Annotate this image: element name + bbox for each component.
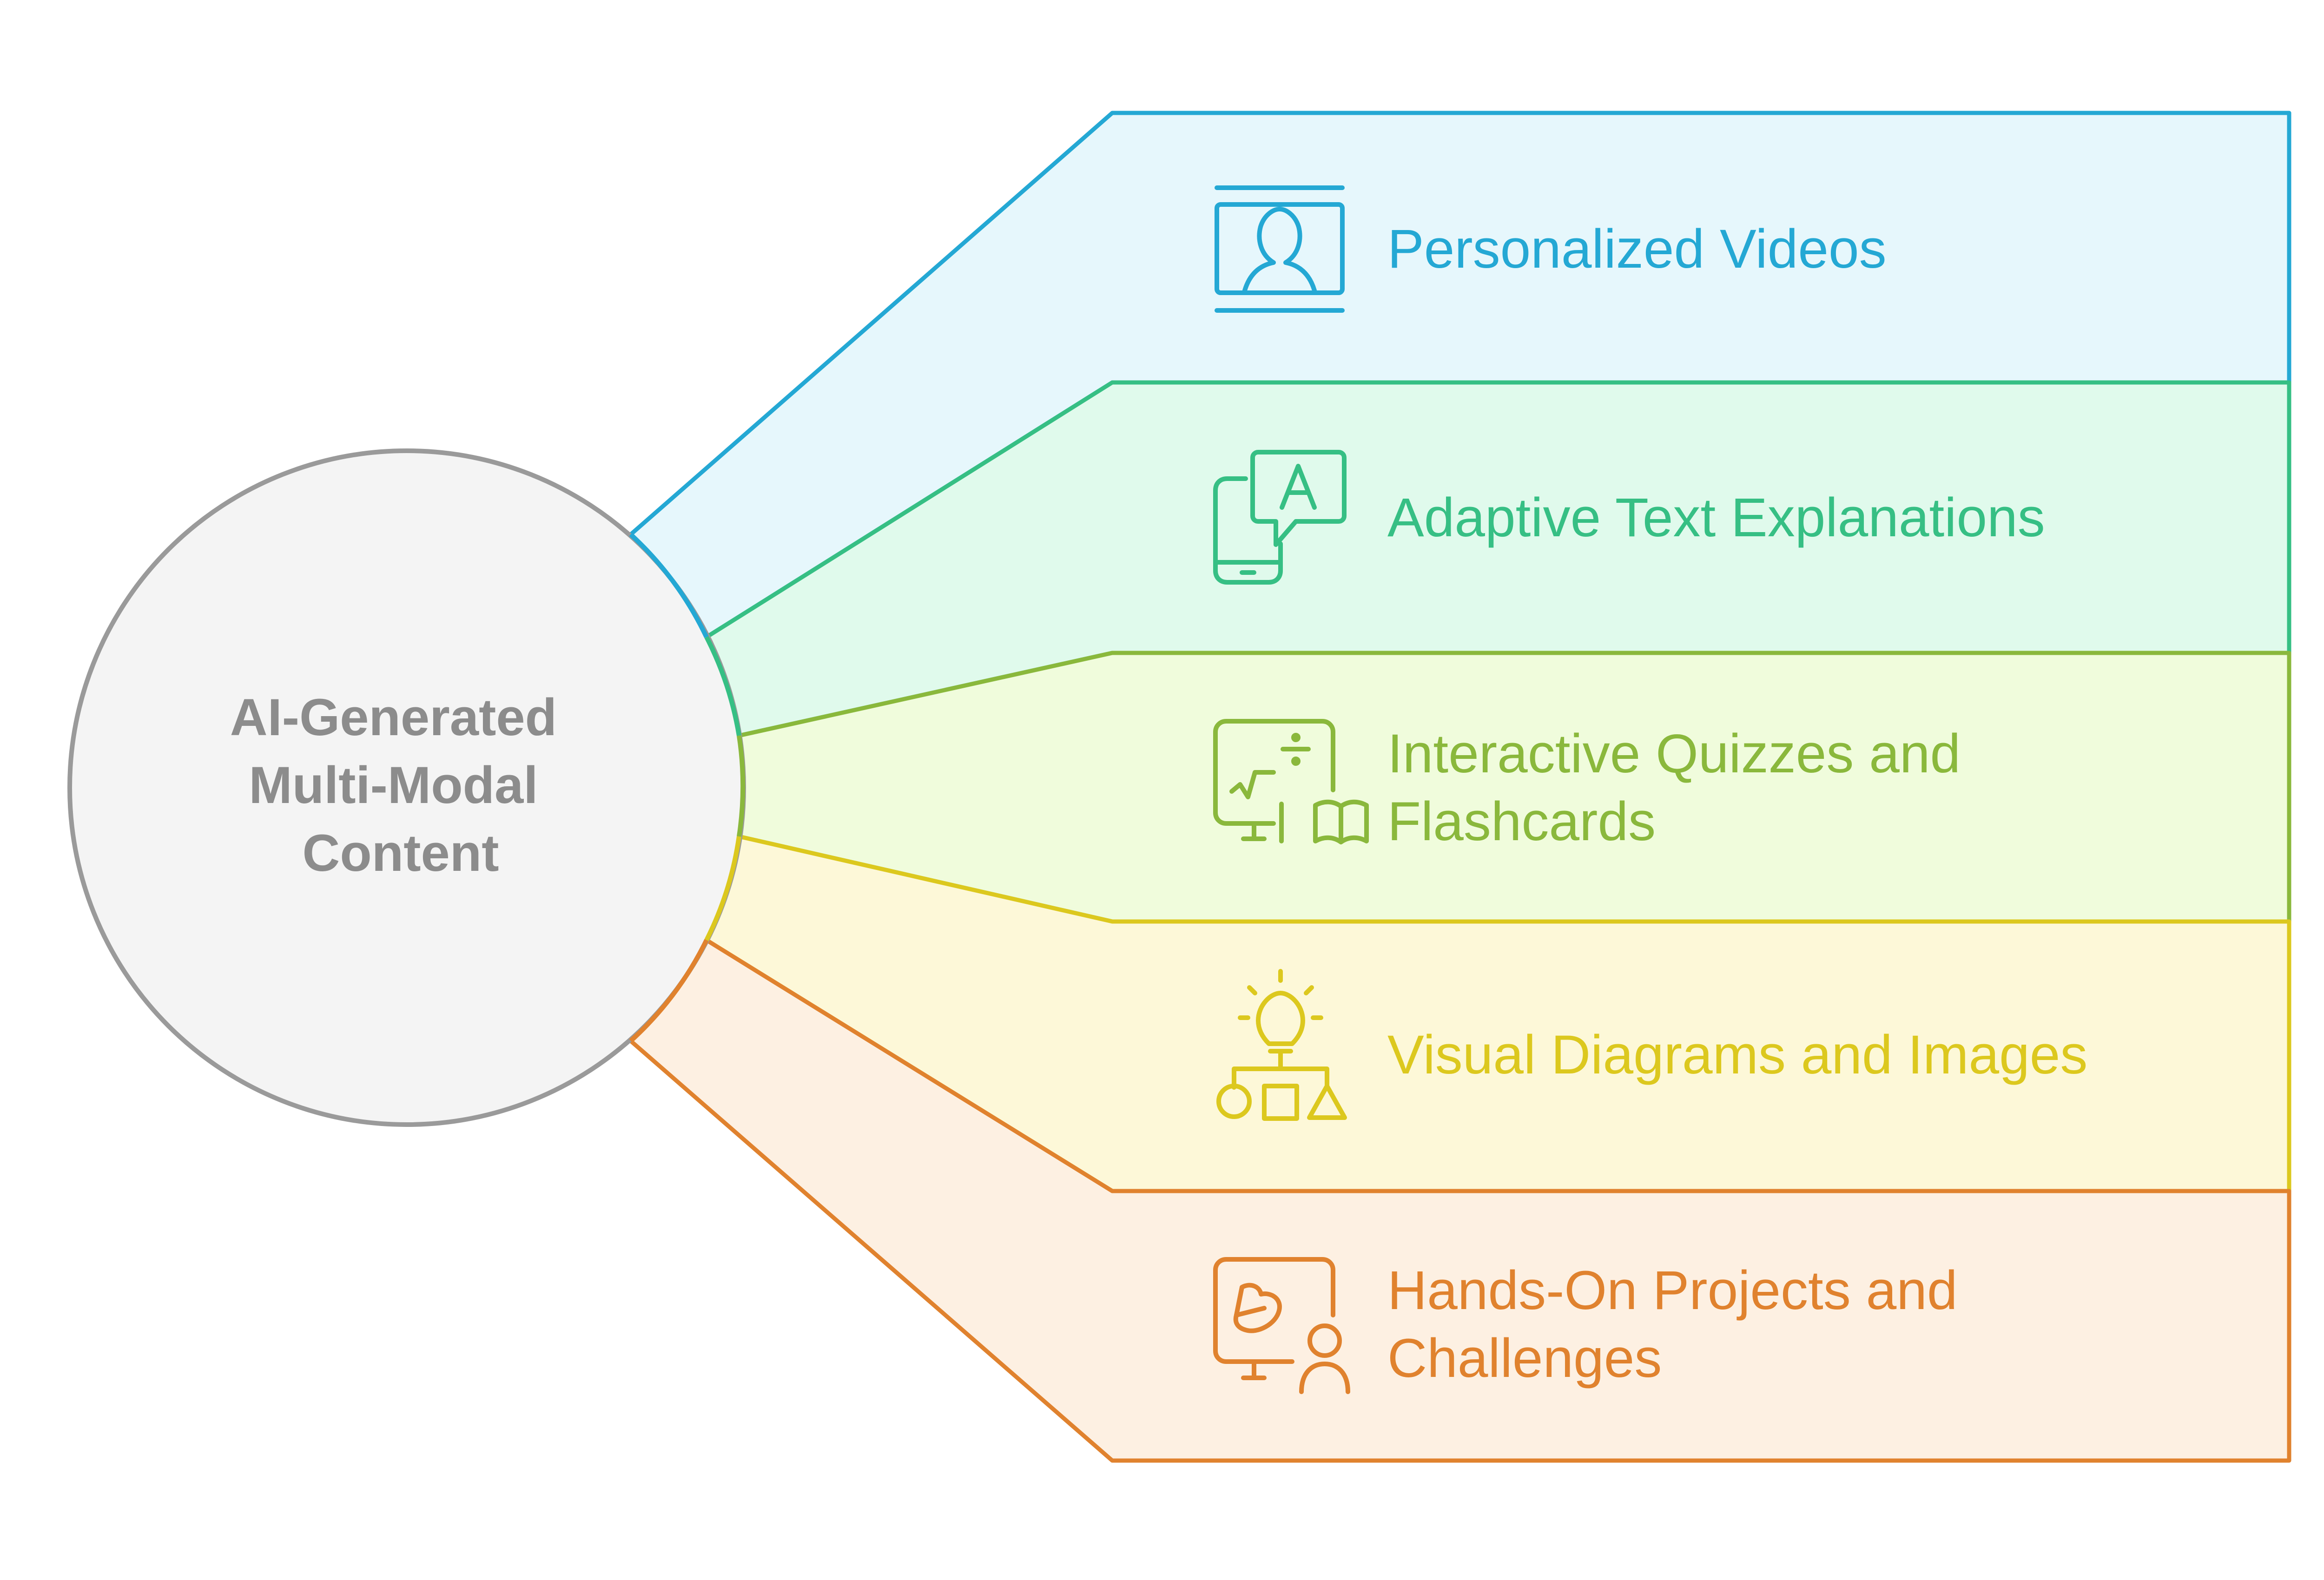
lightbulb-shapes-icon (1216, 969, 1347, 1121)
presenter-board-icon (1213, 1257, 1350, 1394)
band-shape (631, 113, 2289, 637)
band-shape (706, 836, 2289, 1191)
band-shape (739, 653, 2289, 922)
band-outline (629, 938, 2291, 1463)
band-shape (706, 382, 2289, 736)
item-label-adaptive-text-explanations: Adaptive Text Explanations (1387, 487, 2045, 548)
band-hands-on-projects: Hands-On Projects and Challenges (629, 938, 2291, 1463)
rim-arc-yellow (704, 836, 741, 941)
item-label-personalized-videos: Personalized Videos (1387, 218, 1887, 280)
phone-chat-letter-icon (1213, 450, 1347, 585)
rim-arc-lime (737, 735, 746, 837)
band-personalized-videos: Personalized Videos (629, 111, 2291, 639)
band-interactive-quizzes: Interactive Quizzes and Flashcards (739, 651, 2291, 924)
item-label-hands-on-projects-and-challenges: Hands-On Projects and Challenges (1387, 1260, 1973, 1389)
central-node: AI-Generated Multi-Modal Content (67, 448, 746, 1127)
rim-arc-blue (629, 533, 709, 639)
video-person-icon (1215, 185, 1345, 313)
item-label-visual-diagrams-and-images: Visual Diagrams and Images (1387, 1024, 2087, 1086)
math-board-book-icon (1213, 719, 1369, 844)
rim-arc-green (704, 636, 741, 736)
band-shape (631, 940, 2289, 1461)
rim-arc-orange (629, 939, 709, 1043)
item-label-interactive-quizzes-and-flashcards: Interactive Quizzes and Flashcards (1387, 723, 1976, 852)
central-node-label: AI-Generated Multi-Modal Content (230, 688, 571, 882)
band-adaptive-text-explanations: Adaptive Text Explanations (705, 380, 2291, 738)
